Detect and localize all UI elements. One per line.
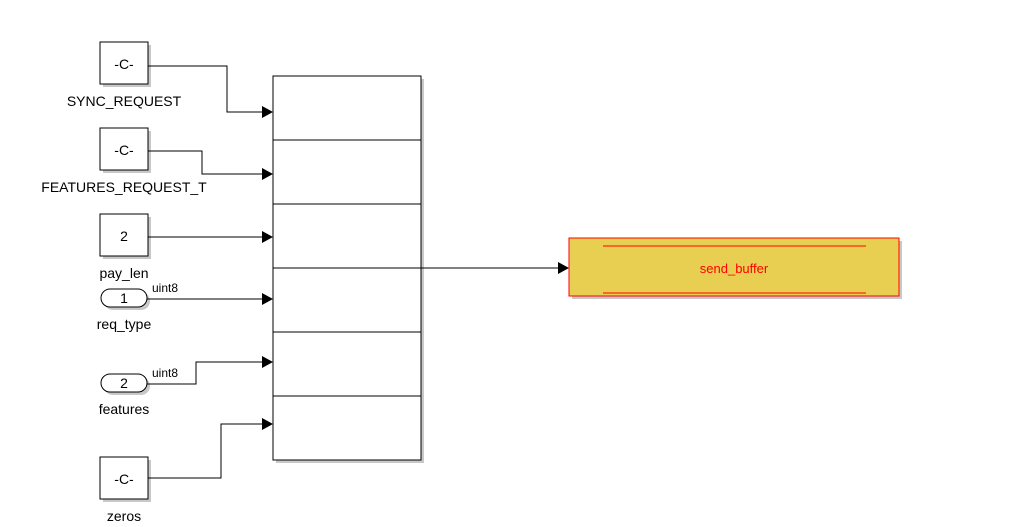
sync-request-constant-block[interactable]: -C- xyxy=(99,41,151,87)
features-request-value: -C- xyxy=(114,142,134,158)
signal-line-features-request[interactable] xyxy=(148,150,273,180)
signal-line-req-type[interactable] xyxy=(147,293,273,305)
arrowhead-icon xyxy=(262,293,273,305)
pay-len-label: pay_len xyxy=(99,265,148,281)
pay-len-constant-block[interactable]: 2 xyxy=(99,213,151,259)
zeros-label: zeros xyxy=(107,508,141,524)
arrowhead-icon xyxy=(262,356,273,368)
arrowhead-icon xyxy=(558,262,569,274)
features-port-number: 2 xyxy=(120,375,128,391)
sync-request-value: -C- xyxy=(114,56,134,72)
send-buffer-tag: send_buffer xyxy=(700,261,769,276)
signal-line-zeros[interactable] xyxy=(148,418,273,479)
sync-request-label: SYNC_REQUEST xyxy=(67,93,182,109)
features-label: features xyxy=(99,401,150,417)
signal-line-pay-len[interactable] xyxy=(148,231,273,243)
arrowhead-icon xyxy=(262,418,273,430)
signal-line-features[interactable] xyxy=(147,356,273,385)
zeros-constant-block[interactable]: -C- xyxy=(99,456,151,502)
arrowhead-icon xyxy=(262,231,273,243)
features-datatype: uint8 xyxy=(152,366,178,380)
features-request-constant-block[interactable]: -C- xyxy=(99,127,151,173)
concatenate-block[interactable] xyxy=(272,75,424,463)
req-type-datatype: uint8 xyxy=(152,281,178,295)
zeros-value: -C- xyxy=(114,471,134,487)
features-inport-block[interactable]: 2 xyxy=(100,373,150,395)
signal-line-sync-request[interactable] xyxy=(148,65,273,118)
arrowhead-icon xyxy=(262,106,273,118)
signal-line-output[interactable] xyxy=(421,262,569,274)
features-request-label: FEATURES_REQUEST_T xyxy=(41,179,207,195)
pay-len-value: 2 xyxy=(120,228,128,244)
req-type-inport-block[interactable]: 1 xyxy=(100,288,150,310)
req-type-label: req_type xyxy=(97,316,152,332)
req-type-port-number: 1 xyxy=(120,290,128,306)
send-buffer-goto-block[interactable]: send_buffer xyxy=(568,237,902,299)
arrowhead-icon xyxy=(262,168,273,180)
